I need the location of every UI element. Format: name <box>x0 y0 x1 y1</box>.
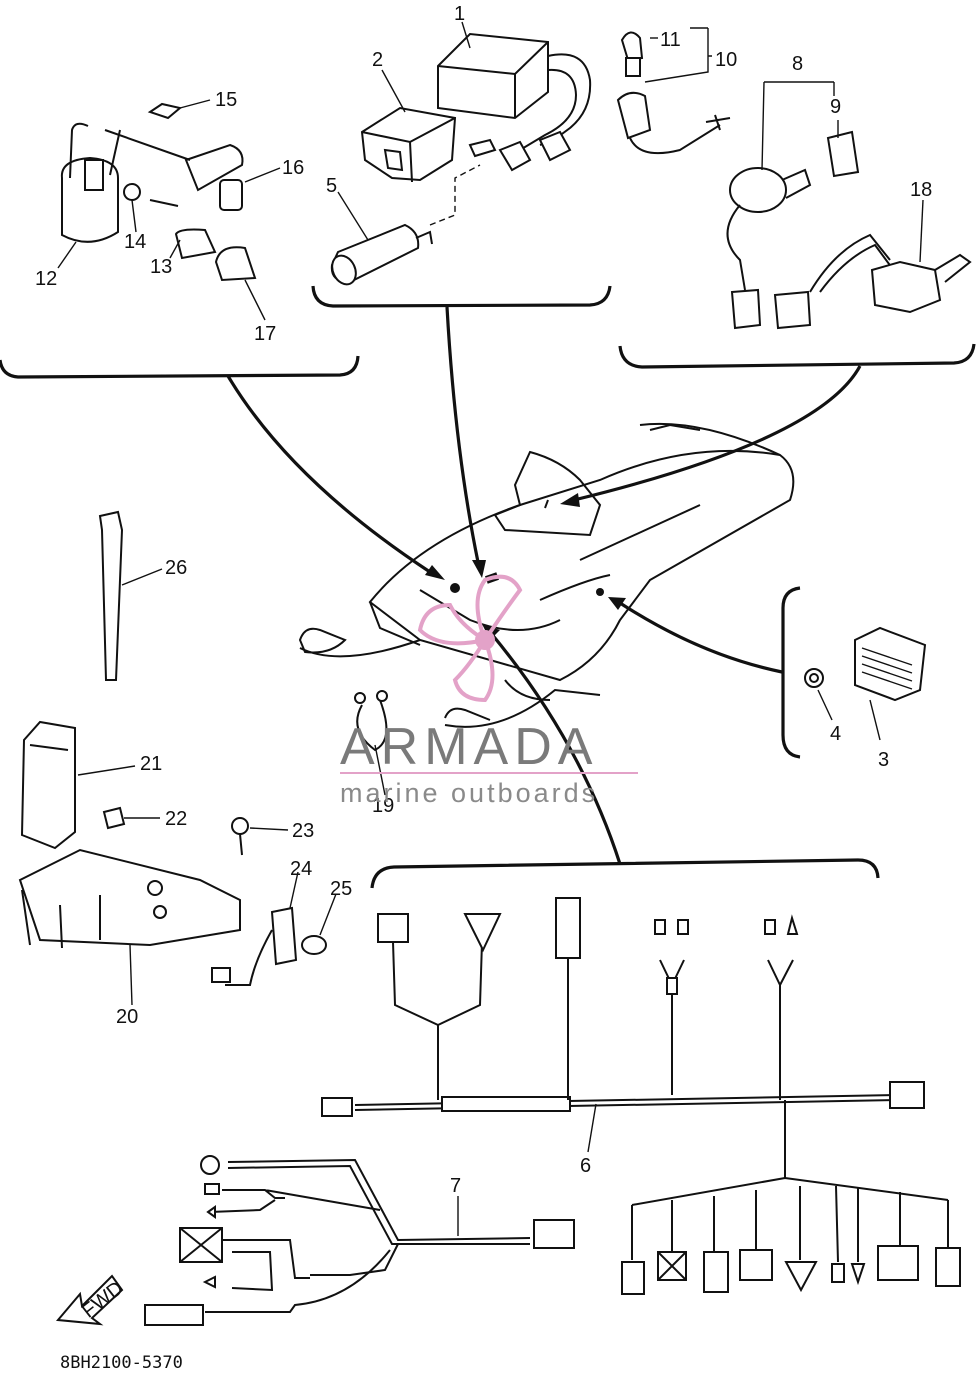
label-11: 11 <box>660 29 681 51</box>
label-22: 22 <box>165 808 187 830</box>
part-18-kill-switch <box>809 233 972 314</box>
label-14: 14 <box>124 231 146 253</box>
label-17: 17 <box>254 323 276 345</box>
part-3-rectifier-regulator <box>854 626 927 702</box>
callout-frame-regulator <box>781 586 801 759</box>
label-24: 24 <box>290 858 312 880</box>
part-9-key <box>826 130 860 178</box>
watermark-tagline: marine outboards <box>340 778 598 808</box>
part-24-connector <box>211 906 298 986</box>
part-23-bolt <box>231 817 249 856</box>
part-16-plug-cap <box>104 129 244 211</box>
part-6-branch-connectors <box>621 1177 961 1295</box>
label-6: 6 <box>580 1155 591 1177</box>
label-19: 19 <box>372 795 394 817</box>
part-4-nut <box>804 668 824 688</box>
part-20-bracket <box>18 848 241 949</box>
part-19-clamp <box>354 690 388 752</box>
label-25: 25 <box>330 878 352 900</box>
label-1: 1 <box>454 3 465 25</box>
label-20: 20 <box>116 1006 138 1028</box>
part-22-nut <box>102 806 126 830</box>
label-7: 7 <box>450 1175 461 1197</box>
label-5: 5 <box>326 175 337 197</box>
snowmobile-illustration <box>298 422 795 728</box>
part-10-socket <box>616 91 731 154</box>
callout-frame-center <box>311 285 612 308</box>
callout-frame-right <box>618 343 976 369</box>
part-2-cover <box>360 106 457 183</box>
watermark-brand: ARMADA <box>340 718 598 776</box>
part-8-main-switch <box>726 167 812 330</box>
fwd-arrow-icon: FWD <box>56 1274 127 1326</box>
label-16: 16 <box>282 157 304 179</box>
label-leaders <box>57 21 924 1236</box>
part-25-grommet <box>301 935 327 955</box>
part-12-ignition-coil <box>60 122 121 243</box>
part-26-cable-tie <box>98 510 124 681</box>
part-13-bolt-cap <box>149 199 217 260</box>
drawing-code: 8BH2100-5370 <box>60 1353 183 1373</box>
watermark: ARMADA marine outboards <box>340 574 638 808</box>
label-12: 12 <box>35 268 57 290</box>
label-13: 13 <box>150 256 172 278</box>
part-21-cover-plate <box>20 720 76 850</box>
part-1-cdi-unit <box>437 32 592 172</box>
label-3: 3 <box>878 749 889 771</box>
part-7-sub-harness <box>144 1155 575 1326</box>
propeller-logo-icon <box>417 574 523 703</box>
label-10: 10 <box>715 49 737 71</box>
leader-harness <box>488 630 622 865</box>
leader-left-group <box>226 375 431 574</box>
part-14-washer <box>123 183 141 201</box>
callout-frame-harness <box>370 858 880 889</box>
leader-center-group <box>445 306 480 563</box>
callout-frame-left <box>0 355 360 379</box>
label-18: 18 <box>910 179 932 201</box>
part-11-bulb <box>620 31 644 77</box>
label-26: 26 <box>165 557 187 579</box>
part-17-cap <box>214 246 257 282</box>
label-9: 9 <box>830 96 841 118</box>
part-15-band <box>147 102 183 120</box>
leader-right-group <box>573 365 862 502</box>
label-21: 21 <box>140 753 162 775</box>
label-23: 23 <box>292 820 314 842</box>
label-2: 2 <box>372 49 383 71</box>
part-6-main-harness <box>321 897 925 1178</box>
leader-regulator <box>619 601 783 674</box>
label-15: 15 <box>215 89 237 111</box>
label-8: 8 <box>792 53 803 75</box>
part-5-resistor-cap <box>330 164 481 286</box>
label-4: 4 <box>830 723 841 745</box>
part-number-labels: 1 2 3 4 5 6 7 8 9 10 11 12 13 14 15 16 1… <box>35 3 932 1197</box>
